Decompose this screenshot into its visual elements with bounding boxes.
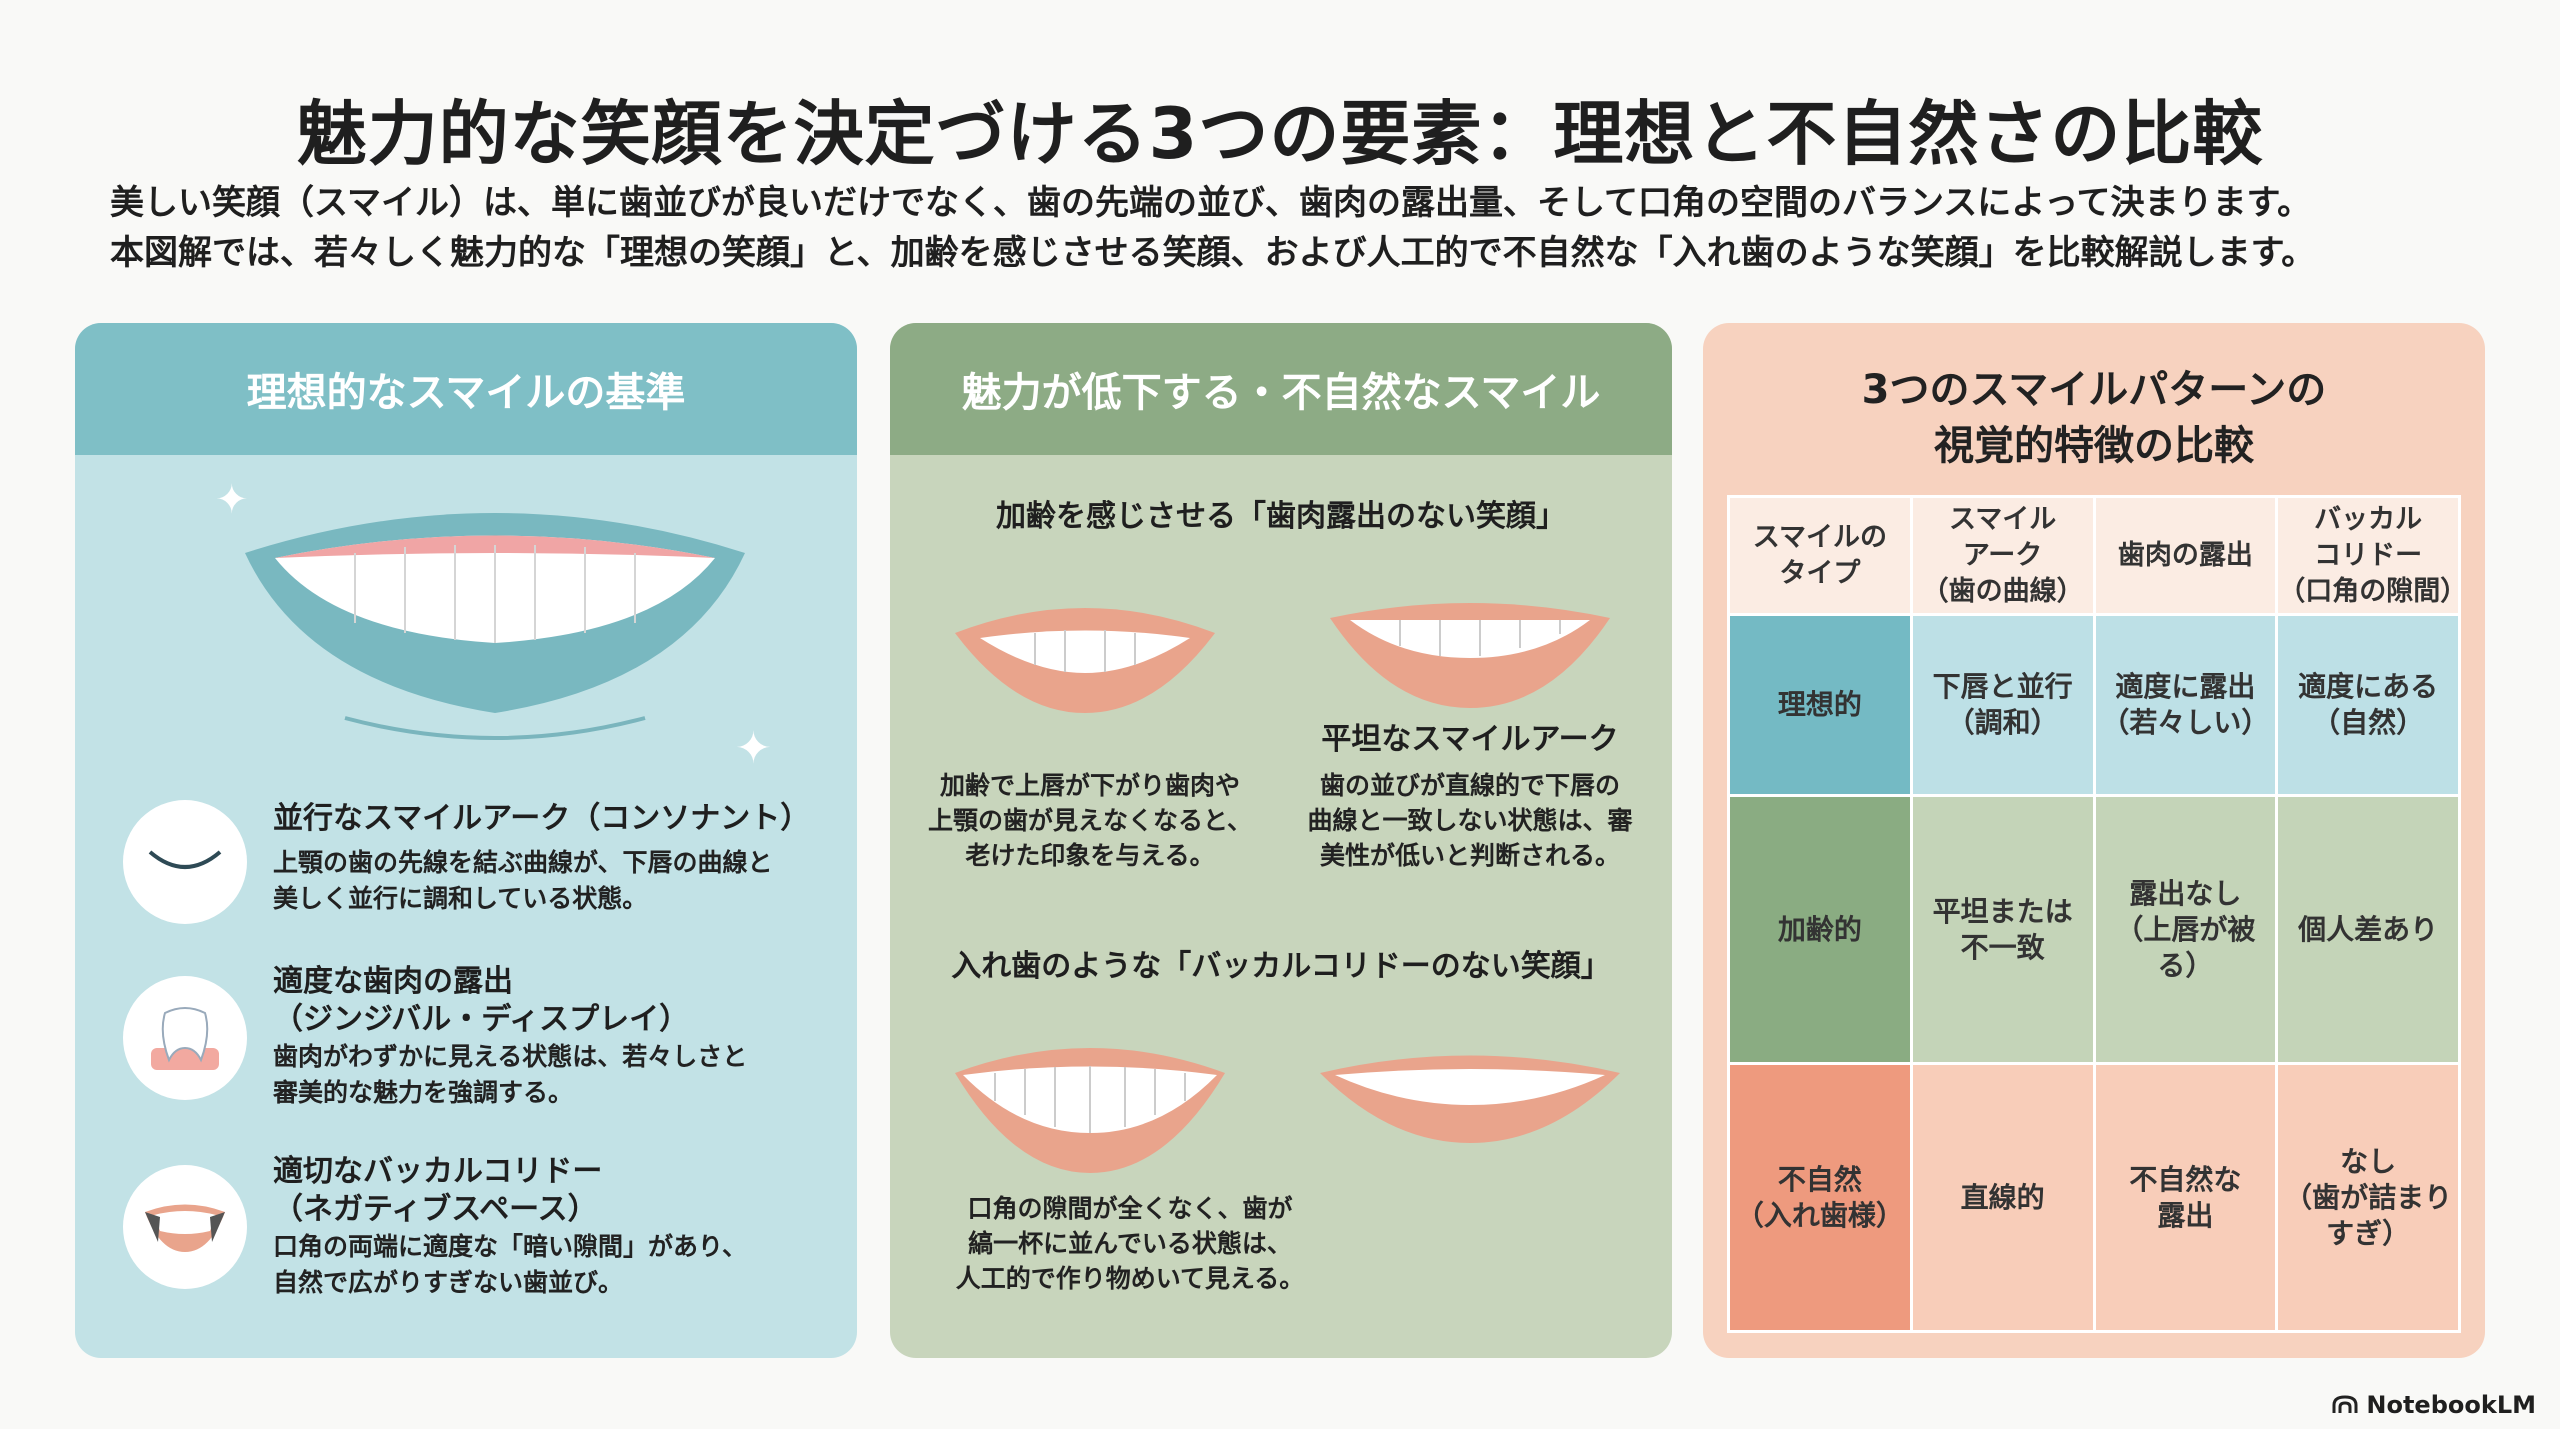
feature-1-body: 上顎の歯の先線を結ぶ曲線が、下唇の曲線と 美しく並行に調和している状態。 (273, 845, 773, 917)
col-header-type: スマイルのタイプ (1727, 495, 1913, 616)
feature-2-body: 歯肉がわずかに見える状態は、若々しさと 審美的な魅力を強調する。 (273, 1039, 747, 1111)
col-header-gum: 歯肉の露出 (2092, 495, 2279, 616)
cell-gum: 露出なし（上唇が被る） (2092, 794, 2279, 1066)
smile-curve-icon (123, 800, 247, 924)
intro-line-1: 美しい笑顔（スマイル）は、単に歯並びが良いだけでなく、歯の先端の並び、歯肉の露出… (110, 183, 2312, 223)
table-row: 加齢的 平坦または不一致 露出なし（上唇が被る） 個人差あり (1727, 794, 2461, 1066)
flat-arc-caption: 歯の並びが直線的で下唇の 曲線と一致しない状態は、審 美性が低いと判断される。 (1280, 768, 1660, 873)
feature-3-title-line-2: （ネガティブスペース） (273, 1192, 598, 1227)
feature-3-title-line-1: 適切なバッカルコリドー (273, 1154, 603, 1189)
feature-3-body-line-1: 口角の両端に適度な「暗い隙間」があり、 (273, 1232, 748, 1261)
denture-smile-heading: 入れ歯のような「バッカルコリドーのない笑顔」 (951, 949, 1611, 984)
comparison-panel-heading: 3つのスマイルパターンの 視覚的特徴の比較 (1703, 323, 2485, 513)
cell-arc: 下唇と並行（調和） (1909, 612, 2096, 798)
page-title: 魅力的な笑顔を決定づける3つの要素：理想と不自然さの比較 (296, 93, 2264, 175)
aging-caption-line-1: 加齢で上唇が下がり歯肉や (939, 771, 1240, 800)
cell-arc: 直線的 (1909, 1062, 2096, 1333)
comparison-heading-line-2: 視覚的特徴の比較 (1933, 423, 2254, 469)
row-type-ideal: 理想的 (1727, 612, 1913, 798)
aging-caption-line-3: 老けた印象を与える。 (965, 841, 1215, 870)
unnatural-smile-panel: 魅力が低下する・不自然なスマイル 加齢を感じさせる「歯肉露出のない笑顔」 加齢で… (890, 323, 1672, 1358)
row-type-aging: 加齢的 (1727, 794, 1913, 1066)
ideal-smile-panel: 理想的なスマイルの基準 ✦ ✦ 並行なスマイルアーク（コンソナント） 上顎の歯の… (75, 323, 857, 1358)
flat-arc-caption-line-2: 曲線と一致しない状態は、審 (1307, 806, 1633, 835)
brand-label: NotebookLM (2366, 1391, 2536, 1419)
flat-arc-illustration (1330, 603, 1610, 708)
aging-smile-illustration (955, 608, 1215, 713)
notebooklm-brand: NotebookLM (2332, 1391, 2536, 1419)
mouth-corner-icon (123, 1165, 247, 1289)
cell-buccal: なし（歯が詰まりすぎ） (2275, 1062, 2461, 1333)
table-row: 理想的 下唇と並行（調和） 適度に露出（若々しい） 適度にある（自然） (1727, 612, 2461, 798)
comparison-table: スマイルのタイプ スマイルアーク（歯の曲線） 歯肉の露出 バッカルコリドー（口角… (1727, 495, 2467, 1333)
flat-arc-title: 平坦なスマイルアーク (1321, 722, 1619, 757)
feature-3-title: 適切なバッカルコリドー （ネガティブスペース） (273, 1153, 602, 1229)
cell-buccal: 個人差あり (2275, 794, 2461, 1066)
flat-arc-caption-line-3: 美性が低いと判断される。 (1319, 841, 1620, 870)
intro-line-2: 本図解では、若々しく魅力的な「理想の笑顔」と、加齢を感じさせる笑顔、および人工的… (110, 233, 2316, 273)
denture-smile-side-illustration (1320, 1055, 1620, 1143)
aging-smile-caption: 加齢で上唇が下がり歯肉や 上顎の歯が見えなくなると、 老けた印象を与える。 (910, 768, 1270, 873)
feature-3-body: 口角の両端に適度な「暗い隙間」があり、 自然で広がりすぎない歯並び。 (273, 1229, 747, 1301)
feature-2-body-line-2: 審美的な魅力を強調する。 (273, 1078, 574, 1107)
comparison-panel: 3つのスマイルパターンの 視覚的特徴の比較 スマイルのタイプ スマイルアーク（歯… (1703, 323, 2485, 1358)
cell-buccal: 適度にある（自然） (2275, 612, 2461, 798)
cell-arc: 平坦または不一致 (1909, 794, 2096, 1066)
row-type-unnatural: 不自然（入れ歯様） (1727, 1062, 1913, 1333)
ideal-smile-illustration: ✦ ✦ (215, 477, 772, 773)
svg-text:✦: ✦ (215, 477, 249, 523)
flat-arc-caption-line-1: 歯の並びが直線的で下唇の (1319, 771, 1620, 800)
ideal-panel-heading: 理想的なスマイルの基準 (75, 323, 857, 455)
feature-1-title: 並行なスマイルアーク（コンソナント） (273, 801, 811, 836)
feature-1-body-line-1: 上顎の歯の先線を結ぶ曲線が、下唇の曲線と (273, 848, 773, 877)
cell-gum: 不自然な露出 (2092, 1062, 2279, 1333)
feature-2-title: 適度な歯肉の露出 （ジンジバル・ディスプレイ） (273, 963, 689, 1039)
col-header-buccal: バッカルコリドー（口角の隙間） (2275, 495, 2467, 616)
intro-text: 美しい笑顔（スマイル）は、単に歯並びが良いだけでなく、歯の先端の並び、歯肉の露出… (110, 178, 2470, 278)
feature-1-body-line-2: 美しく並行に調和している状態。 (273, 884, 648, 913)
denture-smile-illustration (955, 1048, 1225, 1173)
aging-smile-heading: 加齢を感じさせる「歯肉露出のない笑顔」 (996, 499, 1566, 534)
tooth-gum-icon (123, 976, 247, 1100)
col-header-arc: スマイルアーク（歯の曲線） (1909, 495, 2096, 616)
denture-caption-line-3: 人工的で作り物めいて見える。 (955, 1264, 1305, 1293)
table-row: 不自然（入れ歯様） 直線的 不自然な露出 なし（歯が詰まりすぎ） (1727, 1062, 2461, 1333)
feature-2-body-line-1: 歯肉がわずかに見える状態は、若々しさと (273, 1042, 748, 1071)
svg-text:✦: ✦ (735, 723, 772, 773)
notebooklm-logo-icon (2332, 1395, 2358, 1413)
aging-caption-line-2: 上顎の歯が見えなくなると、 (927, 806, 1252, 835)
denture-caption-line-2: 縞一杯に並んでいる状態は、 (968, 1229, 1292, 1258)
unnatural-panel-heading: 魅力が低下する・不自然なスマイル (890, 323, 1672, 455)
comparison-heading-line-1: 3つのスマイルパターンの (1861, 367, 2327, 413)
cell-gum: 適度に露出（若々しい） (2092, 612, 2279, 798)
denture-caption-line-1: 口角の隙間が全くなく、歯が (967, 1194, 1293, 1223)
feature-2-title-line-1: 適度な歯肉の露出 (273, 964, 513, 999)
feature-2-title-line-2: （ジンジバル・ディスプレイ） (273, 1002, 690, 1037)
feature-3-body-line-2: 自然で広がりすぎない歯並び。 (273, 1268, 624, 1297)
denture-smile-caption: 口角の隙間が全くなく、歯が 縞一杯に並んでいる状態は、 人工的で作り物めいて見え… (890, 1191, 1370, 1296)
